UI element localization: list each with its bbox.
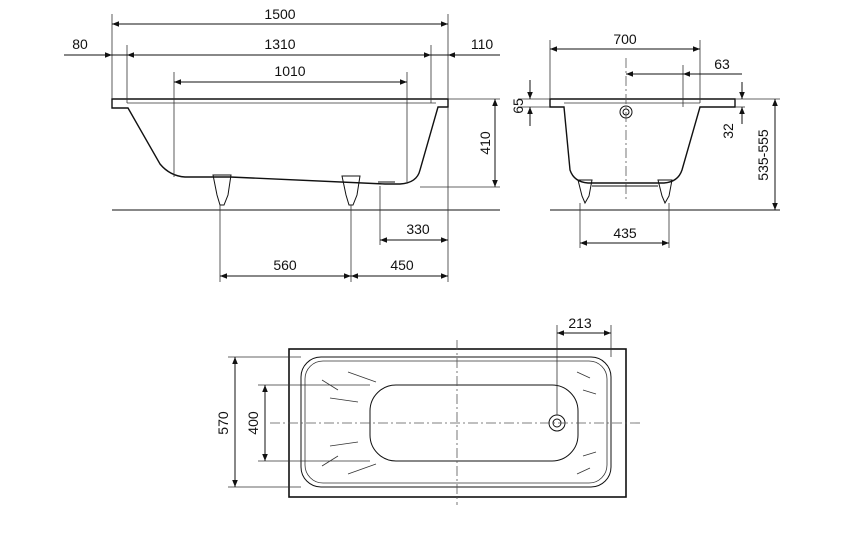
end-view: 700 63 65 32 535-555 435 [510, 31, 780, 248]
dim-end-width: 700 [613, 31, 637, 47]
side-leg-left [212, 174, 232, 206]
dim-inner-bottom-length: 1010 [274, 63, 305, 79]
dim-plan-drain-position: 213 [568, 315, 592, 331]
dim-plan-outer-width: 570 [215, 411, 231, 435]
dim-overall-length: 1500 [264, 6, 295, 22]
dim-end-rim-thickness: 32 [720, 123, 736, 139]
dim-rim-left: 80 [72, 36, 88, 52]
plan-basin-outer [300, 356, 612, 488]
dim-end-height-range: 535-555 [755, 129, 771, 181]
dim-end-rim-height: 65 [510, 98, 526, 114]
side-view: 1500 80 1310 110 1010 410 330 560 450 [64, 6, 500, 282]
plan-view: 213 570 400 [215, 315, 640, 505]
dim-drain-offset: 330 [406, 221, 430, 237]
end-leg-right [657, 179, 673, 205]
dim-end-drain-offset: 63 [714, 56, 730, 72]
dim-plan-inner-width: 400 [245, 411, 261, 435]
dim-height: 410 [477, 131, 493, 155]
dim-end-leg-span: 435 [613, 225, 637, 241]
end-leg-left [577, 179, 593, 205]
dim-leg-offset: 450 [390, 257, 414, 273]
dim-leg-spacing: 560 [273, 257, 297, 273]
side-view-tub-body [111, 98, 449, 185]
dim-rim-right: 110 [471, 36, 494, 52]
end-view-tub-body [549, 98, 736, 184]
side-leg-right [341, 175, 361, 206]
dim-inner-top-length: 1310 [264, 36, 295, 52]
